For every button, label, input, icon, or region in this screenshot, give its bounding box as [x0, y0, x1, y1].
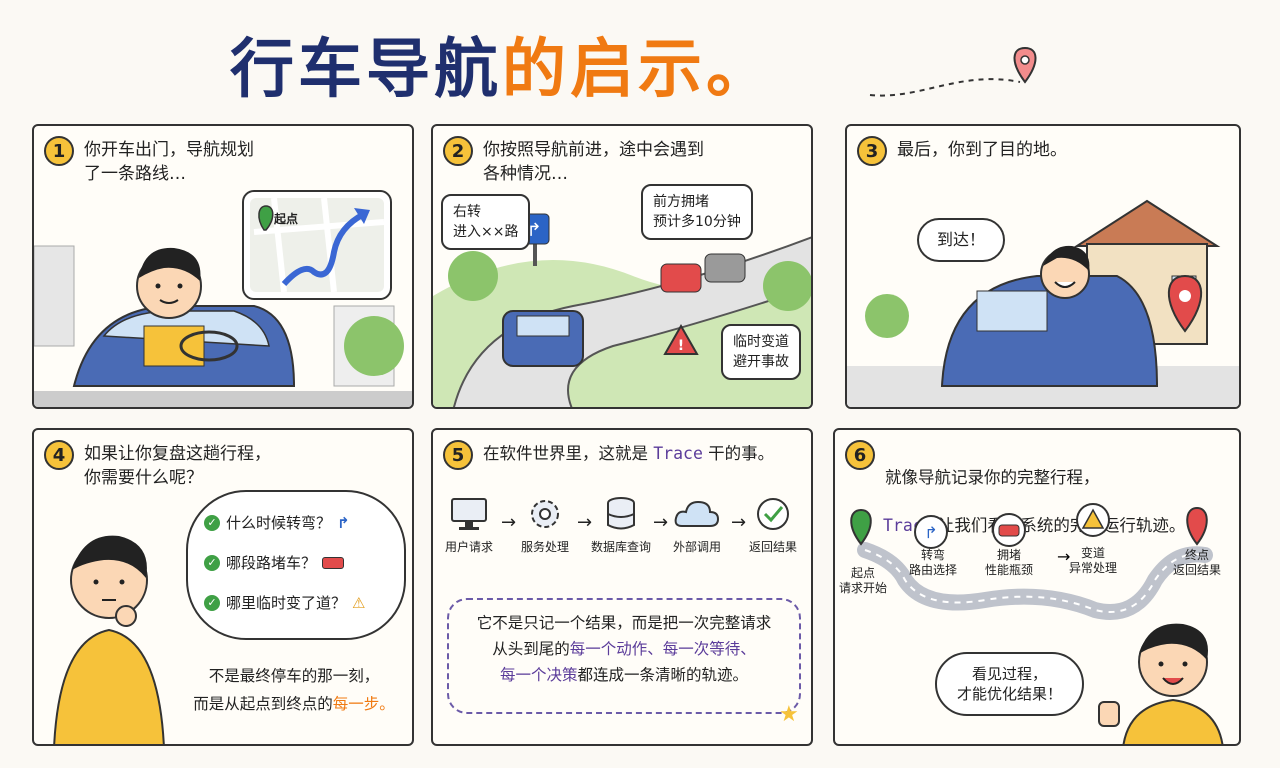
flow-arrow-icon: →: [653, 512, 669, 533]
question-item: ✓ 哪段路堵车？: [204, 552, 345, 573]
panel-caption: 你开车出门，导航规划 了一条路线…: [84, 140, 254, 184]
route-map-icon: [250, 197, 385, 293]
turn-arrow-icon: ↱: [924, 523, 937, 542]
panel-5-trace-flow: 5 在软件世界里，这就是 Trace 干的事。 用户请求 → 服务处理 → 数据…: [431, 428, 813, 746]
question-text: 哪里临时变了道？: [226, 594, 347, 612]
trace-node-end: 终点 返回结果: [1172, 548, 1221, 577]
warning-icon: [1081, 508, 1105, 529]
flow-label: 外部调用: [672, 540, 721, 554]
turn-arrow-icon: ↱: [337, 513, 350, 532]
explanation-accent-1: 每一个动作、每一次等待、: [569, 640, 756, 658]
flow-step-database: 数据库查询: [585, 496, 657, 555]
check-icon: ✓: [204, 594, 220, 611]
panel-caption: 如果让你复盘这趟行程， 你需要什么呢？: [84, 444, 271, 488]
panel-1-route-planned: 1 你开车出门，导航规划 了一条路线… 起点: [32, 124, 414, 409]
title-accent: 的启示。: [502, 33, 774, 107]
check-icon: ✓: [204, 554, 220, 571]
thinking-boy-illustration: [53, 535, 165, 744]
step-number: 5: [443, 440, 473, 470]
explanation-accent-2: 每一个决策: [499, 666, 578, 684]
explanation-line-1: 它不是只记一个结果，而是把一次完整请求: [476, 614, 772, 632]
question-item: ✓ 什么时候转弯？ ↱: [204, 512, 350, 533]
caption-suffix: 干的事。: [702, 444, 775, 463]
conclusion-line-1: 不是最终停车的那一刻，: [208, 667, 380, 685]
trace-keyword: Trace: [653, 444, 703, 463]
monitor-icon: [451, 498, 487, 530]
database-icon: [607, 497, 635, 530]
turn-notice-bubble: 右转 进入××路: [441, 194, 531, 250]
checkmark-circle-icon: [757, 498, 789, 530]
gear-icon: [531, 500, 559, 528]
flow-step-user-request: 用户请求: [433, 496, 505, 555]
arrived-bubble: 到达！: [917, 218, 1006, 262]
arrival-scene-illustration: [847, 199, 1239, 407]
trace-node-turn: 转弯 路由选择: [908, 548, 957, 577]
thumbs-up-icon: [1098, 701, 1120, 727]
check-icon: ✓: [204, 514, 220, 531]
trace-explanation-box: 它不是只记一个结果，而是把一次完整请求 从头到尾的每一个动作、每一次等待、 每一…: [447, 598, 801, 714]
traffic-jam-bubble: 前方拥堵 预计多10分钟: [641, 184, 753, 240]
flow-arrow-icon: →: [501, 512, 517, 533]
star-icon: ★: [779, 702, 799, 727]
trace-route-illustration: ↱ →: [850, 503, 1213, 620]
question-text: 哪段路堵车？: [226, 554, 317, 572]
caption-line-1: 就像导航记录你的完整行程，: [885, 468, 1100, 487]
conclusion-line-2: 而是从起点到终点的: [193, 695, 333, 713]
road-scene-illustration: ↱ !: [433, 213, 811, 407]
trace-node-detour: 变道 异常处理: [1068, 546, 1117, 575]
end-pin-icon: [1186, 506, 1208, 546]
step-number: 6: [845, 440, 875, 470]
panel-6-system-trace: 6 就像导航记录你的完整行程， Trace 让我们看见系统的完整运行轨迹。 ↱ …: [833, 428, 1241, 746]
question-text: 什么时候转弯？: [226, 514, 332, 532]
caption-prefix: 在软件世界里，这就是: [483, 444, 654, 463]
panel-4-review-trip: 4 如果让你复盘这趟行程， 你需要什么呢？ ✓ 什么时候转弯？ ↱ ✓ 哪段路堵…: [32, 428, 414, 746]
detour-bubble: 临时变道 避开事故: [721, 324, 801, 380]
flow-step-service: 服务处理: [509, 496, 581, 555]
panel-caption: 在软件世界里，这就是 Trace 干的事。: [483, 442, 774, 466]
flow-label: 返回结果: [748, 540, 797, 554]
trace-node-jam: 拥堵 性能瓶颈: [984, 548, 1033, 577]
flow-step-response: 返回结果: [737, 496, 809, 555]
svg-text:→: →: [1057, 547, 1070, 566]
step-number: 1: [44, 136, 74, 166]
start-pin-icon: [850, 508, 872, 546]
explanation-line-3: 都连成一条清晰的轨迹。: [577, 666, 749, 684]
flow-arrow-icon: →: [577, 512, 593, 533]
panel-caption: 最后，你到了目的地。: [897, 140, 1067, 160]
page-title: 行车导航的启示。: [230, 18, 774, 110]
trace-node-start: 起点 请求开始: [838, 566, 887, 595]
panel-caption: 你按照导航前进，途中会遇到 各种情况…: [483, 140, 704, 184]
svg-text:↱: ↱: [526, 220, 541, 241]
explanation-line-2: 从头到尾的: [492, 640, 570, 658]
conclusion-accent: 每一步。: [332, 695, 395, 713]
title-route-decoration: [869, 46, 1037, 97]
warning-icon: ⚠: [352, 593, 366, 612]
navigation-screen: 起点: [242, 190, 392, 300]
thought-bubble: ✓ 什么时候转弯？ ↱ ✓ 哪段路堵车？ ✓ 哪里临时变了道？ ⚠: [186, 490, 406, 640]
question-item: ✓ 哪里临时变了道？ ⚠: [204, 592, 365, 613]
step-number: 4: [44, 440, 74, 470]
step-number: 2: [443, 136, 473, 166]
cloud-icon: [674, 500, 720, 527]
car-driver-illustration: [34, 245, 412, 407]
conclusion-text: 不是最终停车的那一刻， 而是从起点到终点的每一步。: [184, 662, 404, 718]
flow-label: 服务处理: [520, 540, 569, 554]
start-point-label: 起点: [274, 212, 299, 226]
thumbs-up-boy-illustration: [1098, 623, 1224, 744]
svg-text:!: !: [678, 338, 684, 354]
panel-2-on-the-road: 2 你按照导航前进，途中会遇到 各种情况… ↱ ! 右转 进入××路 前方拥堵 …: [431, 124, 813, 409]
flow-step-external: 外部调用: [661, 496, 733, 555]
flow-label: 数据库查询: [590, 540, 651, 554]
title-main: 行车导航: [230, 33, 502, 107]
step-number: 3: [857, 136, 887, 166]
flow-label: 用户请求: [444, 540, 493, 554]
flow-arrow-icon: →: [731, 512, 747, 533]
panel-3-arrived: 3 最后，你到了目的地。 到达！: [845, 124, 1241, 409]
cars-icon: [322, 556, 345, 569]
car-icon: [998, 524, 1020, 537]
insight-bubble: 看见过程， 才能优化结果！: [935, 652, 1085, 716]
location-pin-icon: [1013, 46, 1037, 84]
